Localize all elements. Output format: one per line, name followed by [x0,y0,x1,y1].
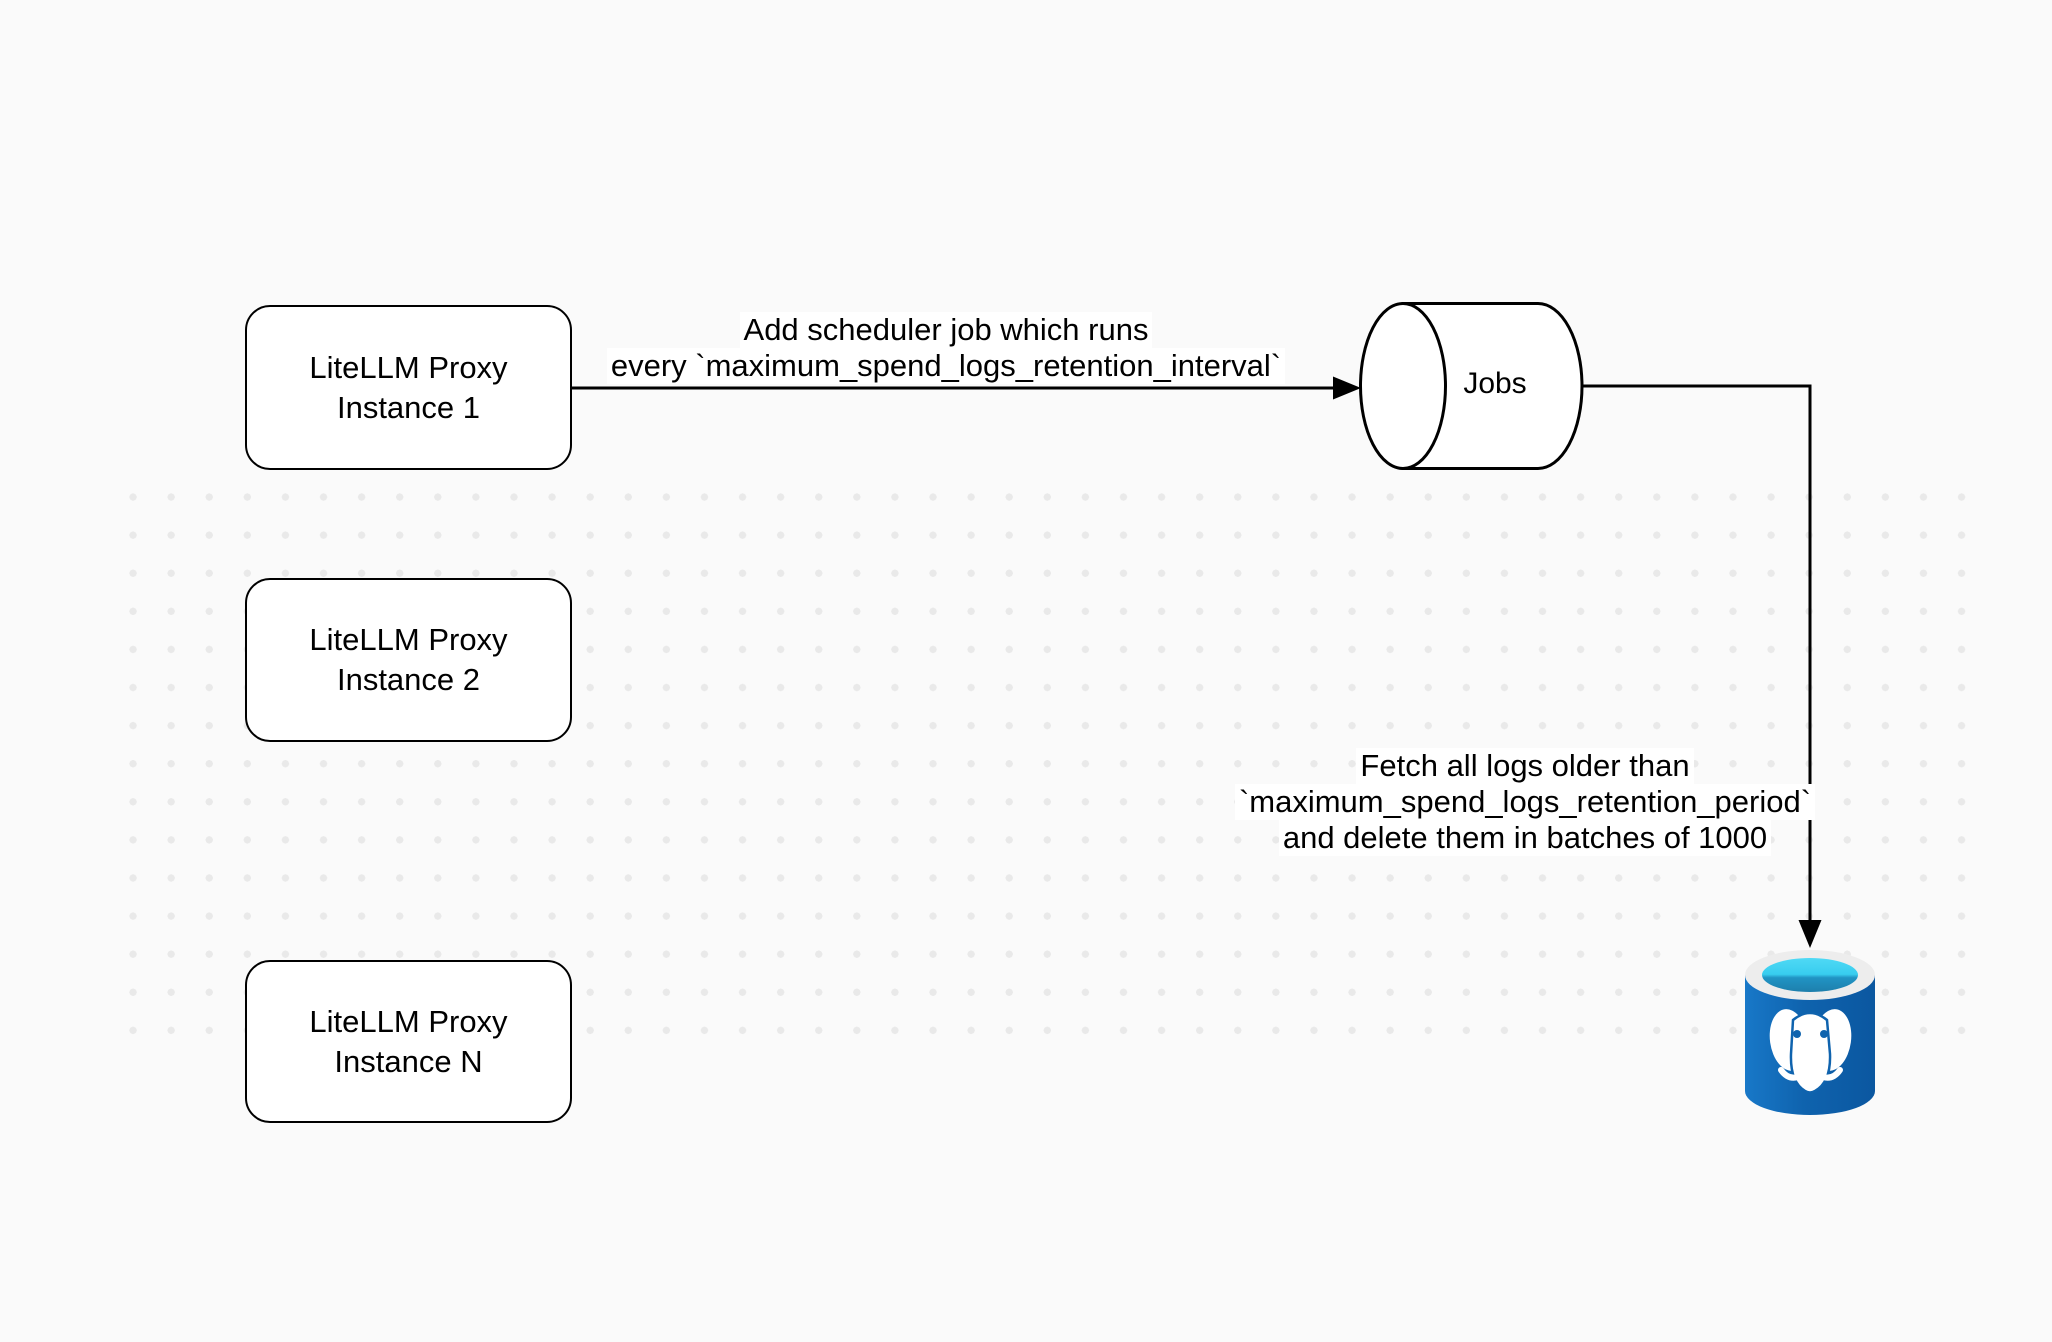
postgres-elephant-logo [1769,1009,1852,1094]
edge-label-line: Fetch all logs older than [1356,748,1694,784]
edge-label-line: every `maximum_spend_logs_retention_inte… [606,348,1286,384]
jobs-queue-label: Jobs [1463,367,1527,400]
postgresql-database-icon [1745,950,1875,1115]
edge-label-add-scheduler: Add scheduler job which runs every `maxi… [590,312,1302,384]
node-label-line: Instance N [334,1043,483,1079]
node-label-line: Instance 2 [336,662,481,697]
node-litellm-proxy-instance-n: LiteLLM Proxy Instance N [245,960,572,1123]
jobs-cylinder-cap [1359,302,1447,470]
edge-label-line: and delete them in batches of 1000 [1278,820,1772,856]
jobs-queue-cylinder [1359,302,1584,470]
node-litellm-proxy-instance-2: LiteLLM Proxy Instance 2 [245,578,572,742]
edge-add-scheduler-arrow [572,376,1361,400]
edge-fetch-delete-arrow [1582,384,1822,948]
edge-label-fetch-delete: Fetch all logs older than `maximum_spend… [1234,748,1816,856]
node-label-line: LiteLLM Proxy [309,1003,508,1039]
node-label-line: LiteLLM Proxy [309,622,508,657]
edge-label-line: Add scheduler job which runs [739,312,1153,348]
node-label-line: LiteLLM Proxy [309,349,508,385]
node-litellm-proxy-instance-1: LiteLLM Proxy Instance 1 [245,305,572,470]
node-label-line: Instance 1 [336,389,481,425]
postgres-cylinder-top [1762,958,1858,992]
edge-label-line: `maximum_spend_logs_retention_period` [1234,784,1816,820]
